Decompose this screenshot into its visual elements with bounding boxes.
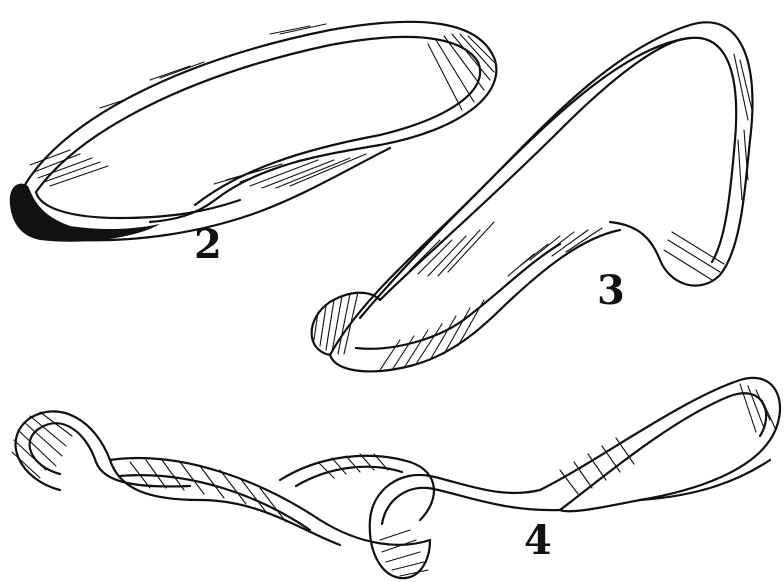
figure-2-label: 2 xyxy=(194,221,222,268)
figure-4-label: 4 xyxy=(524,517,552,564)
figure-4-ribbon xyxy=(12,378,780,578)
figure-3-ribbon xyxy=(312,22,753,371)
figure-3-label: 3 xyxy=(597,267,625,314)
figure-2-ribbon xyxy=(10,22,497,242)
